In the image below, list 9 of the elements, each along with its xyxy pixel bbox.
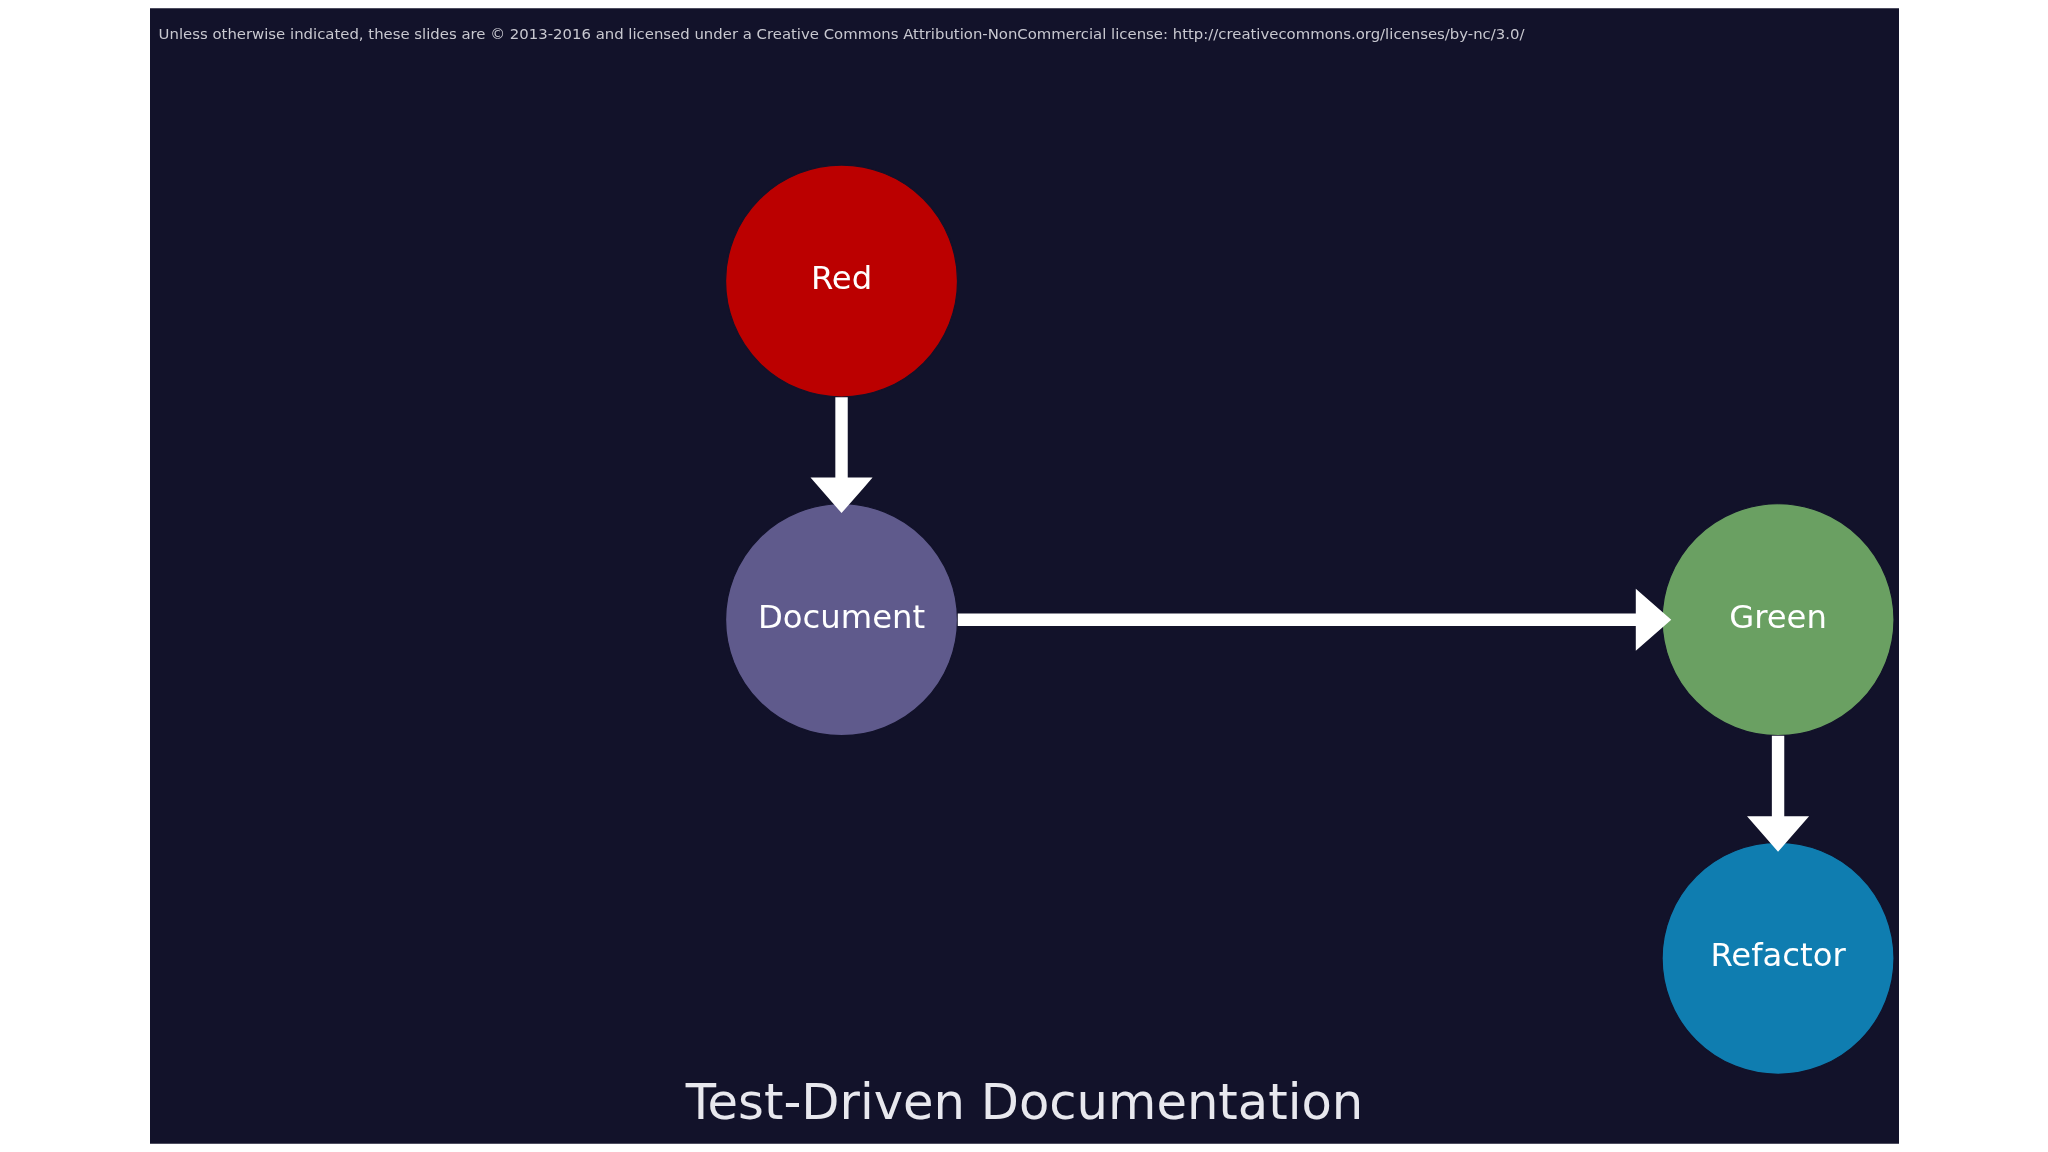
node-circle: Green	[1660, 503, 1895, 737]
arrow	[1746, 735, 1809, 852]
node-circle: Document	[724, 503, 958, 737]
arrow	[810, 397, 873, 514]
label: Unless otherwise indicated, these slides are © 2013-2016 and licensed under a Creative Commons Attribution-NonCommercial license: http://creativecommons.org/licenses/by-nc/3.0/	[158, 25, 1524, 44]
arrow	[957, 588, 1671, 651]
node-circle: Red	[724, 164, 958, 398]
node-circle: Refactor	[1660, 841, 1895, 1075]
caption: Test-Driven Documentation	[685, 1073, 1363, 1131]
